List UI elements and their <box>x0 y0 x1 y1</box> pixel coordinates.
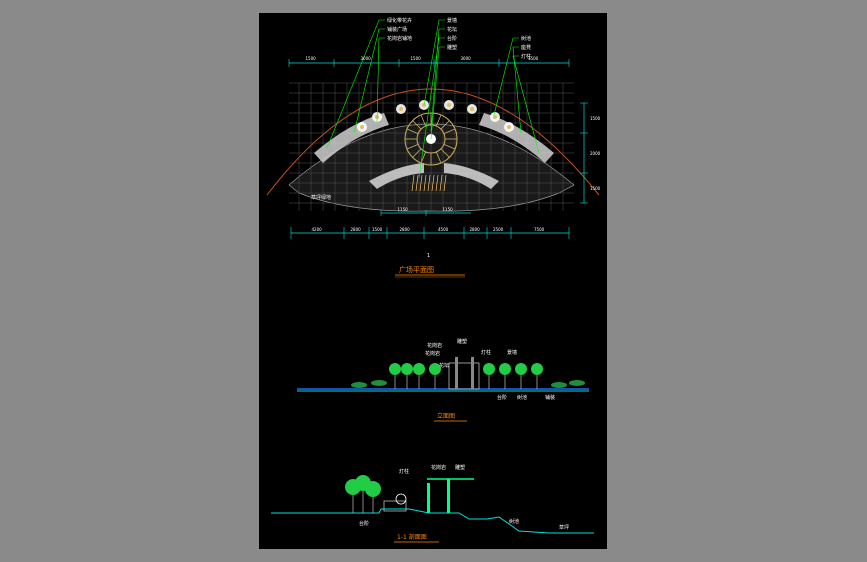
elevation-tree-crown <box>413 363 425 375</box>
elevation-label: 铺装 <box>545 394 555 401</box>
elevation-shrub <box>351 382 367 388</box>
plan-tree-core <box>447 103 451 107</box>
dim-bottom-value: 2800 <box>351 227 362 232</box>
elevation-tree-crown <box>483 363 495 375</box>
elevation-label: 花坛 <box>439 362 449 369</box>
elevation-title: 立面图 <box>437 412 455 420</box>
elevation-shrub <box>371 380 387 386</box>
plan-left-label: 草坪绿地 <box>311 194 331 201</box>
elevation-trees <box>351 363 585 389</box>
elevation-shrub <box>551 382 567 388</box>
section-title: 1-1 剖面图 <box>397 533 427 541</box>
plan-tree-core <box>470 107 474 111</box>
section-label: 草坪 <box>559 524 569 531</box>
dim-bottom-value: 2500 <box>493 227 504 232</box>
elevation-label: 花岗岩 <box>427 342 442 349</box>
plan-callout-label: 雕塑 <box>447 44 457 51</box>
dim-bottom-value: 4500 <box>438 227 449 232</box>
elevation-tree-crown <box>401 363 413 375</box>
plan-tree-core <box>493 115 497 119</box>
elevation-label: 树池 <box>517 394 527 401</box>
dim-bottom-value: 1500 <box>372 227 383 232</box>
elevation-label: 景墙 <box>507 349 517 356</box>
plan-callout-label: 绿化带花卉 <box>387 17 412 24</box>
dim-bottom-value: 2800 <box>400 227 411 232</box>
section-ground-line <box>271 508 594 534</box>
plan-planting-band-left <box>314 113 389 163</box>
dim-inner-value: 1150 <box>443 207 454 212</box>
plan-callout-label: 景墙 <box>447 17 457 24</box>
dim-bottom-value: 7500 <box>534 227 545 232</box>
section-tree-crown <box>365 481 381 497</box>
elevation-wall <box>448 362 480 390</box>
dim-bottom-value: 2800 <box>470 227 481 232</box>
plan-tree-core <box>360 125 364 129</box>
dim-top-value: 1500 <box>528 56 539 61</box>
plan-dimensions-bottom: 4200 2800 1500 2800 4500 2800 2500 7500 <box>290 227 570 239</box>
plan-dimensions-inner: 1150 1150 <box>380 207 454 216</box>
section-label: 台阶 <box>359 520 369 527</box>
elevation-label: 花岗岩 <box>425 350 440 357</box>
plan-title: 广场平面图 <box>399 265 434 274</box>
elevation-tree-crown <box>499 363 511 375</box>
plan-callout-label: 台阶 <box>447 35 457 42</box>
plan-callout-label: 座凳 <box>521 44 531 51</box>
dim-top-value: 1500 <box>411 56 422 61</box>
section-label: 雕塑 <box>455 464 465 471</box>
dim-top-value: 3000 <box>361 56 372 61</box>
plan-tree-core <box>399 107 403 111</box>
plan-callout-label: 灯柱 <box>521 53 531 60</box>
dim-inner-value: 1150 <box>398 207 409 212</box>
dim-right-value: 1500 <box>590 116 601 121</box>
plan-leader-lines <box>326 19 540 179</box>
dim-top-value: 1500 <box>306 56 317 61</box>
plan-section-mark: 1 <box>427 253 430 259</box>
elevation-tree-crown <box>429 363 441 375</box>
plan-callout-label: 铺装广场 <box>387 26 407 33</box>
plan-planting-band-lower-right <box>444 163 499 189</box>
dim-bottom-value: 4200 <box>312 227 323 232</box>
plan-stairs <box>411 174 447 192</box>
elevation-tree-crown <box>531 363 543 375</box>
plan-callout-label: 花坛 <box>447 26 457 33</box>
elevation-label: 雕塑 <box>457 338 467 345</box>
plan-trees <box>357 100 514 132</box>
plan-dimensions-top: 1500 3000 1500 3000 1500 <box>288 56 570 67</box>
plan-planting-band-lower-left <box>369 163 424 189</box>
plan-paving-grid <box>289 82 574 211</box>
elevation-tree-crown <box>389 363 401 375</box>
plan-callout-label: 花岗岩铺地 <box>387 35 412 42</box>
dim-right-value: 1500 <box>590 186 601 191</box>
elevation-shrub <box>569 380 585 386</box>
elevation-tree-crown <box>515 363 527 375</box>
dim-right-value: 2000 <box>590 151 601 156</box>
section-label: 树池 <box>509 518 519 525</box>
dim-top-value: 3000 <box>461 56 472 61</box>
plan-dimensions-right: 1500 2000 1500 <box>580 102 601 204</box>
plan-planting-band-right <box>479 113 554 163</box>
plan-tree-core <box>507 125 511 129</box>
plan-callout-label: 树池 <box>521 35 531 42</box>
section-label: 灯柱 <box>399 468 409 475</box>
elevation-label: 灯柱 <box>481 349 491 356</box>
section-trees <box>345 475 381 513</box>
section-label: 花岗岩 <box>431 464 446 471</box>
elevation-label: 台阶 <box>497 394 507 401</box>
